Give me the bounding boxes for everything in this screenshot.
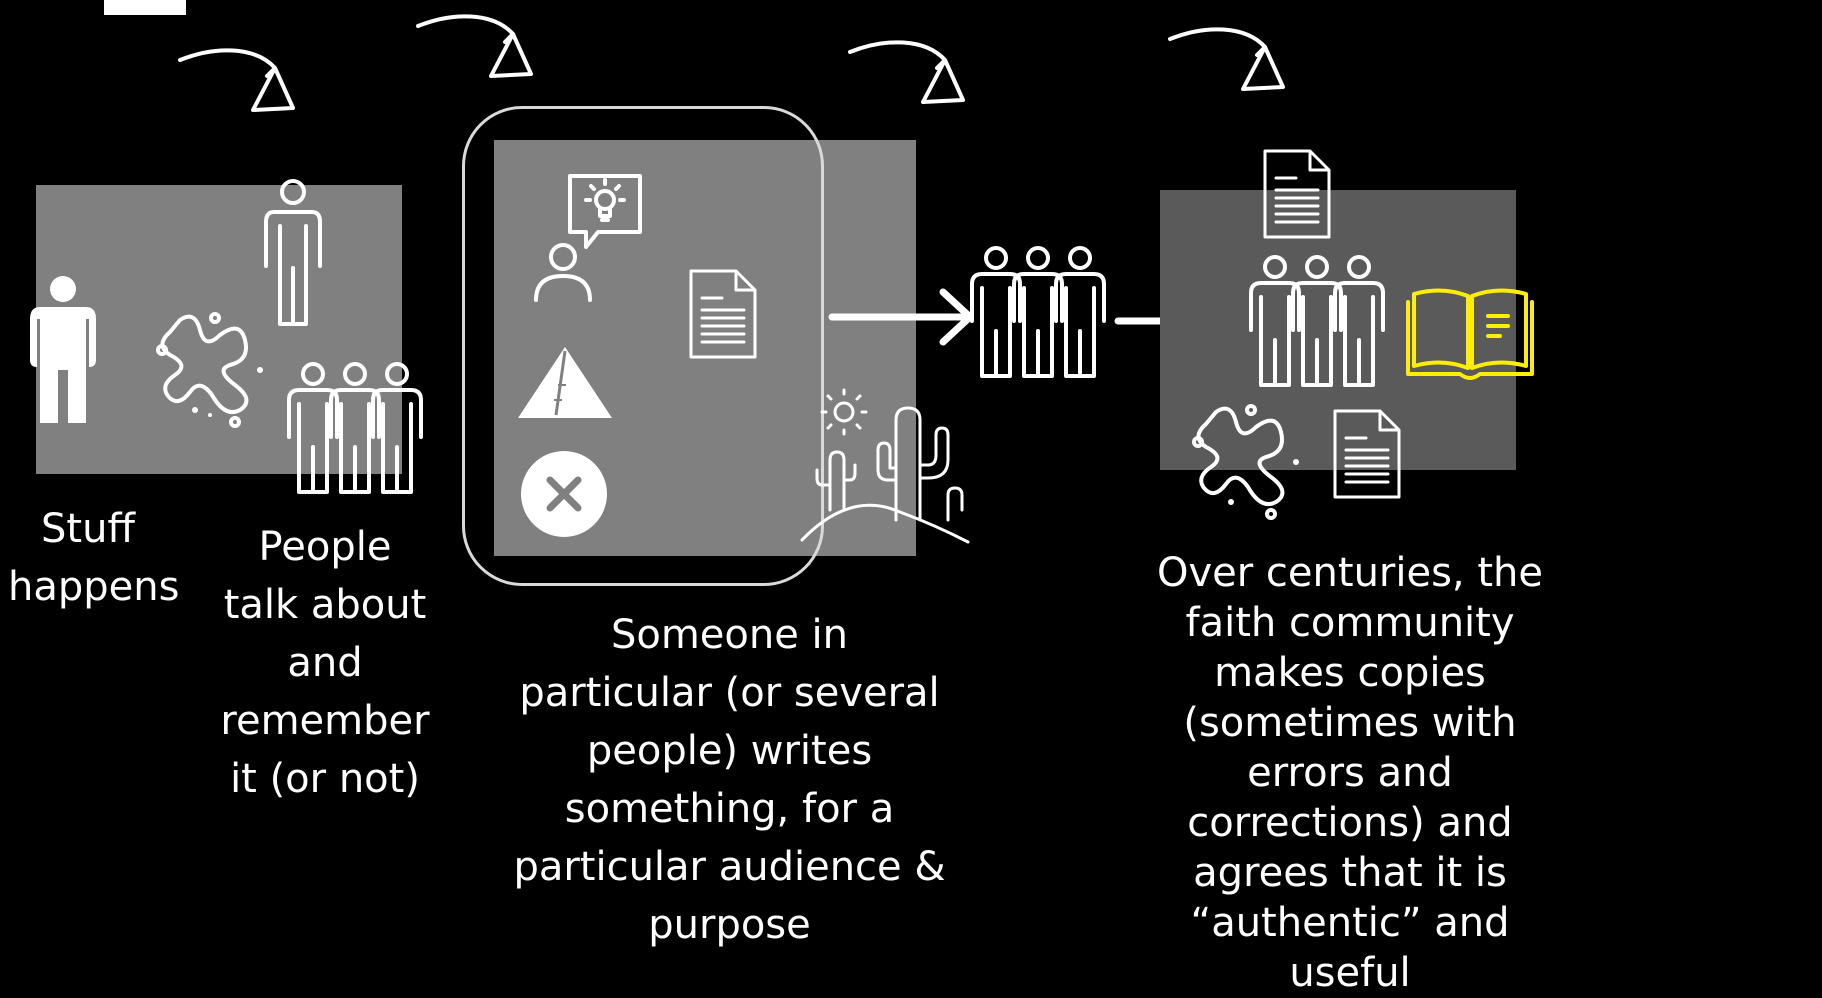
stage4-panel [1160, 190, 1516, 470]
stage2-highlight-frame [462, 106, 824, 586]
caption-community-copies: Over centuries, the faith community make… [1157, 550, 1543, 996]
caption-people-talk: People talk about and remember it (or no… [220, 524, 430, 802]
curved-arrow-icon [178, 48, 295, 112]
group-icon [287, 362, 423, 494]
group-icon [970, 246, 1106, 378]
document-icon [1263, 149, 1331, 239]
corner-marker [104, 0, 186, 15]
caption-stuff-happens: Stuff happens [8, 506, 180, 610]
splat-icon [1192, 404, 1299, 520]
person-icon [30, 276, 96, 423]
arrow-icon [828, 288, 974, 346]
splat-icon [156, 312, 263, 428]
open-book-icon [1406, 288, 1534, 380]
curved-arrow-icon [848, 40, 965, 104]
document-icon [1333, 409, 1401, 499]
speaker-idea-icon [534, 174, 642, 302]
document-icon [689, 269, 757, 359]
x-circle-icon [521, 451, 607, 537]
desert-icon [800, 388, 970, 544]
curved-arrow-icon [416, 14, 533, 78]
standing-person-icon [264, 179, 322, 326]
pyramid-icon [518, 347, 612, 418]
group-icon [1249, 255, 1385, 387]
curved-arrow-icon [1168, 27, 1285, 91]
caption-someone-writes: Someone in particular (or several people… [513, 612, 946, 948]
